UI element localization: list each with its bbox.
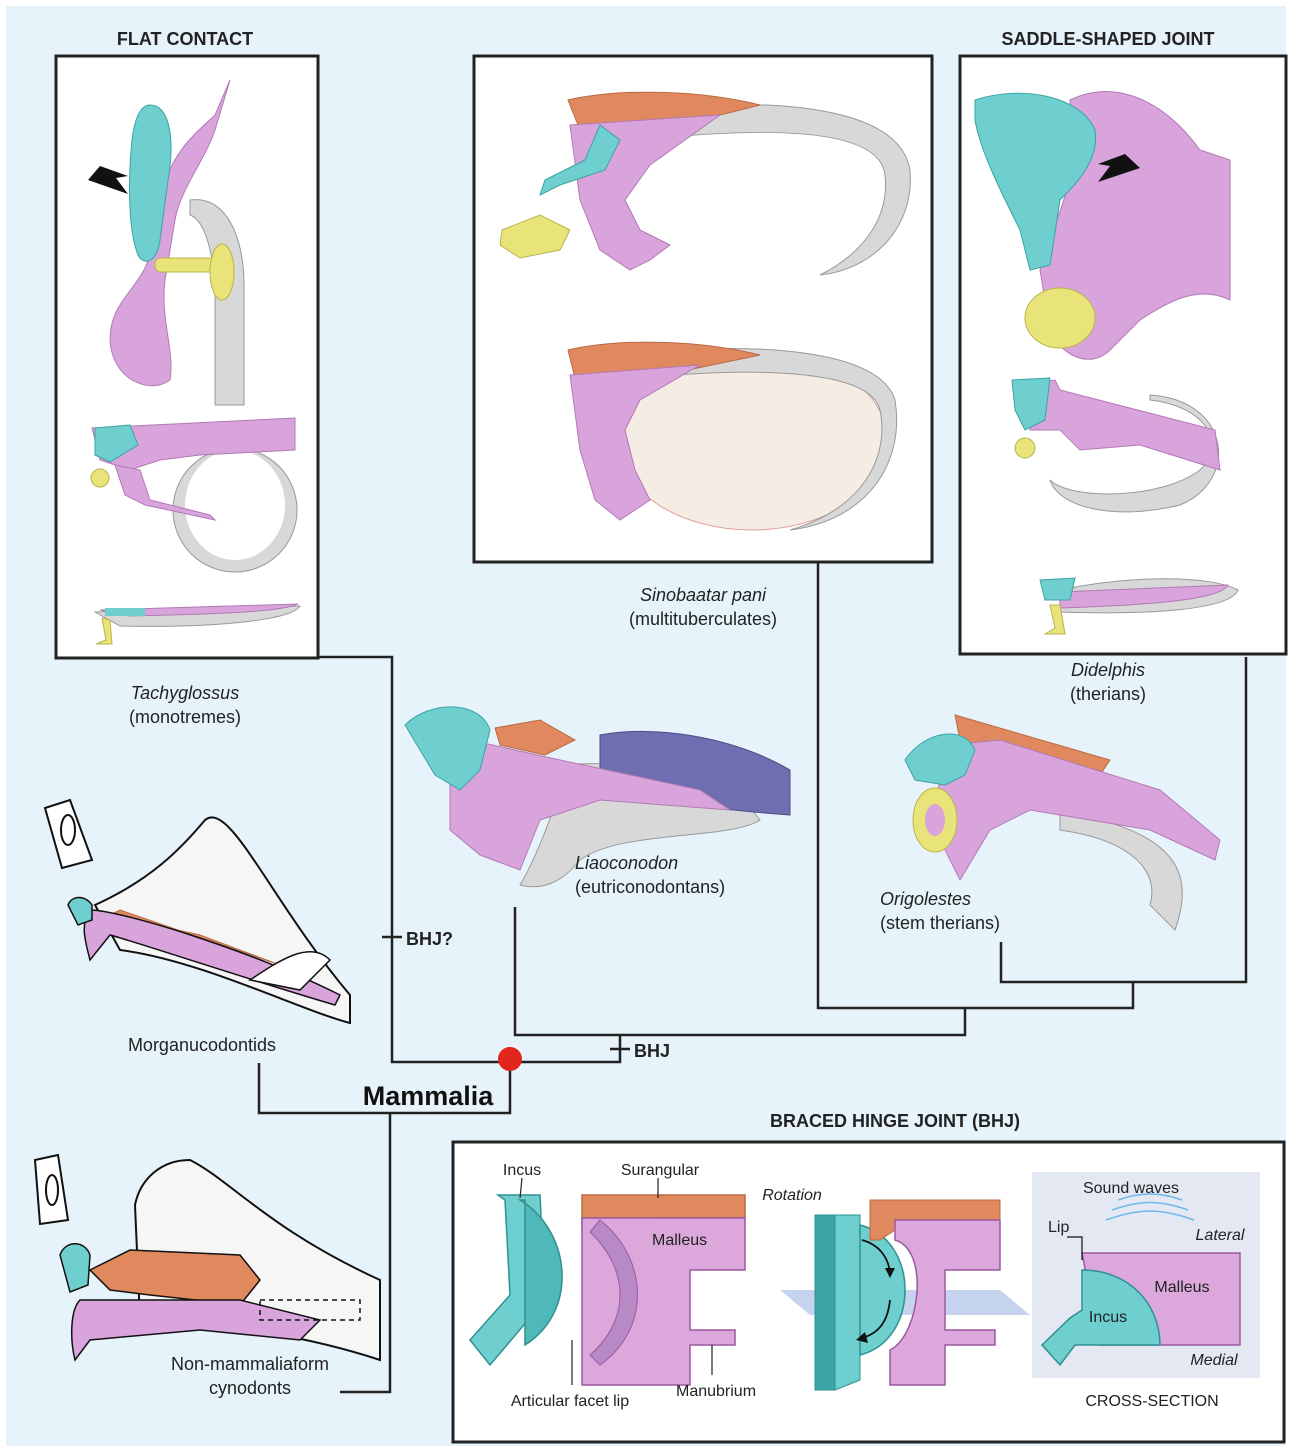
sinobaatar-view-bottom	[568, 342, 897, 530]
heading-bhj-panel: BRACED HINGE JOINT (BHJ)	[770, 1111, 1020, 1131]
label-bhj-uncertain: BHJ?	[406, 929, 453, 949]
taxon-sinobaatar: Sinobaatar pani	[640, 585, 767, 605]
label-cross-section: CROSS-SECTION	[1085, 1393, 1218, 1410]
taxon-cynodonts-line1: Non-mammaliaform	[171, 1354, 329, 1374]
heading-flat-contact: FLAT CONTACT	[117, 29, 253, 49]
label-lip: Lip	[1048, 1219, 1069, 1236]
group-eutriconodontans: (eutriconodontans)	[575, 877, 725, 897]
label-malleus: Malleus	[652, 1232, 707, 1249]
taxon-origolestes: Origolestes	[880, 889, 971, 909]
bhj-cross-section	[1032, 1172, 1260, 1378]
label-articular-facet-lip: Articular facet lip	[511, 1393, 629, 1410]
label-sound-waves: Sound waves	[1083, 1180, 1179, 1197]
heading-saddle-joint: SADDLE-SHAPED JOINT	[1001, 29, 1214, 49]
label-medial: Medial	[1190, 1352, 1238, 1369]
taxon-cynodonts-line2: cynodonts	[209, 1378, 291, 1398]
label-cs-malleus: Malleus	[1154, 1279, 1209, 1296]
taxon-tachyglossus: Tachyglossus	[131, 683, 239, 703]
label-rotation: Rotation	[762, 1187, 822, 1204]
group-therians: (therians)	[1070, 684, 1146, 704]
label-bhj: BHJ	[634, 1041, 670, 1061]
label-lateral: Lateral	[1196, 1227, 1245, 1244]
taxon-didelphis: Didelphis	[1071, 660, 1145, 680]
taxon-liaoconodon: Liaoconodon	[575, 853, 678, 873]
group-multituberculates: (multituberculates)	[629, 609, 777, 629]
clade-label-mammalia: Mammalia	[363, 1081, 495, 1111]
label-manubrium: Manubrium	[676, 1383, 756, 1400]
group-stem-therians: (stem therians)	[880, 913, 1000, 933]
mammalia-node	[498, 1047, 522, 1071]
group-monotremes: (monotremes)	[129, 707, 241, 727]
label-surangular: Surangular	[621, 1162, 700, 1179]
label-incus: Incus	[503, 1162, 541, 1179]
taxon-morganucodontids: Morganucodontids	[128, 1035, 276, 1055]
label-cs-incus: Incus	[1089, 1309, 1127, 1326]
